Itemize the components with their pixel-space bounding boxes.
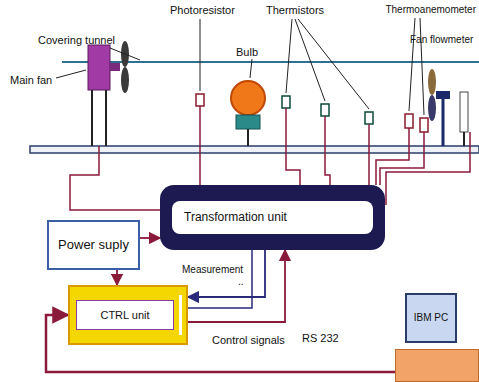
part-label: Photoresistor [170,4,235,16]
part-label: Main fan [10,74,52,86]
part-label: .. [238,276,244,287]
part-label: Fan flowmeter [410,34,473,45]
connector [188,250,285,322]
node-label: CTRL unit [76,300,174,331]
node-label: IBM PC [405,293,457,343]
part-label: Covering tunnel [38,34,115,46]
node-label: Transformation unit [172,201,373,235]
node-label: Power suply [58,238,129,253]
power-supply-box: Power suply [47,220,140,270]
connector [140,237,160,239]
indicator-bar [179,295,182,335]
part-label: Measurement [182,264,243,275]
control-unit-box: CTRL unit [68,285,188,345]
part-label: RS 232 [302,332,339,344]
part-label: Thermistors [266,4,324,16]
part-label: Thermoanemometer [385,4,476,15]
part-label: Control signals [212,334,285,346]
transformation-box: Transformation unit [160,185,385,250]
pc-base [395,349,479,382]
part-label: Bulb [236,46,258,58]
pc-box: IBM PC [395,293,479,382]
connector [116,270,118,285]
